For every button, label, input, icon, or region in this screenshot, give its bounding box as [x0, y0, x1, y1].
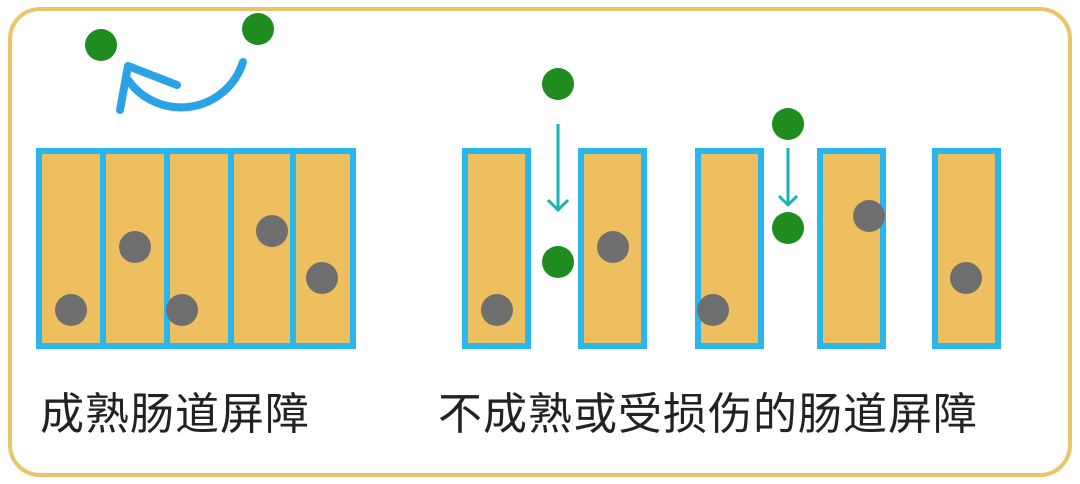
immature-barrier — [462, 68, 1001, 349]
cell-nucleus — [697, 294, 729, 326]
outer-frame — [8, 7, 1072, 477]
particle — [772, 108, 804, 140]
cell — [932, 148, 1001, 349]
cell-nucleus — [119, 231, 151, 263]
caption-mature-barrier: 成熟肠道屏障 — [40, 389, 310, 440]
particle — [772, 212, 804, 244]
cell — [817, 148, 886, 349]
cell — [36, 148, 106, 349]
cell-nucleus — [481, 294, 513, 326]
mature-barrier — [36, 13, 356, 349]
cell-nucleus — [166, 294, 198, 326]
cell-nucleus — [950, 262, 982, 294]
particle — [85, 29, 117, 61]
particle — [542, 246, 574, 278]
particle — [542, 68, 574, 100]
down-arrow-icon — [546, 124, 570, 212]
caption-immature-barrier: 不成熟或受损伤的肠道屏障 — [438, 389, 978, 440]
cell-nucleus — [306, 262, 338, 294]
cell — [228, 148, 296, 349]
cell — [578, 148, 647, 349]
curved-return-arrow-icon — [116, 58, 247, 114]
cell-nucleus — [256, 215, 288, 247]
particle — [242, 13, 274, 45]
cell-nucleus — [597, 231, 629, 263]
cell-nucleus — [853, 200, 885, 232]
cell — [290, 148, 356, 349]
down-arrow-icon — [777, 148, 799, 207]
cell-nucleus — [55, 294, 87, 326]
